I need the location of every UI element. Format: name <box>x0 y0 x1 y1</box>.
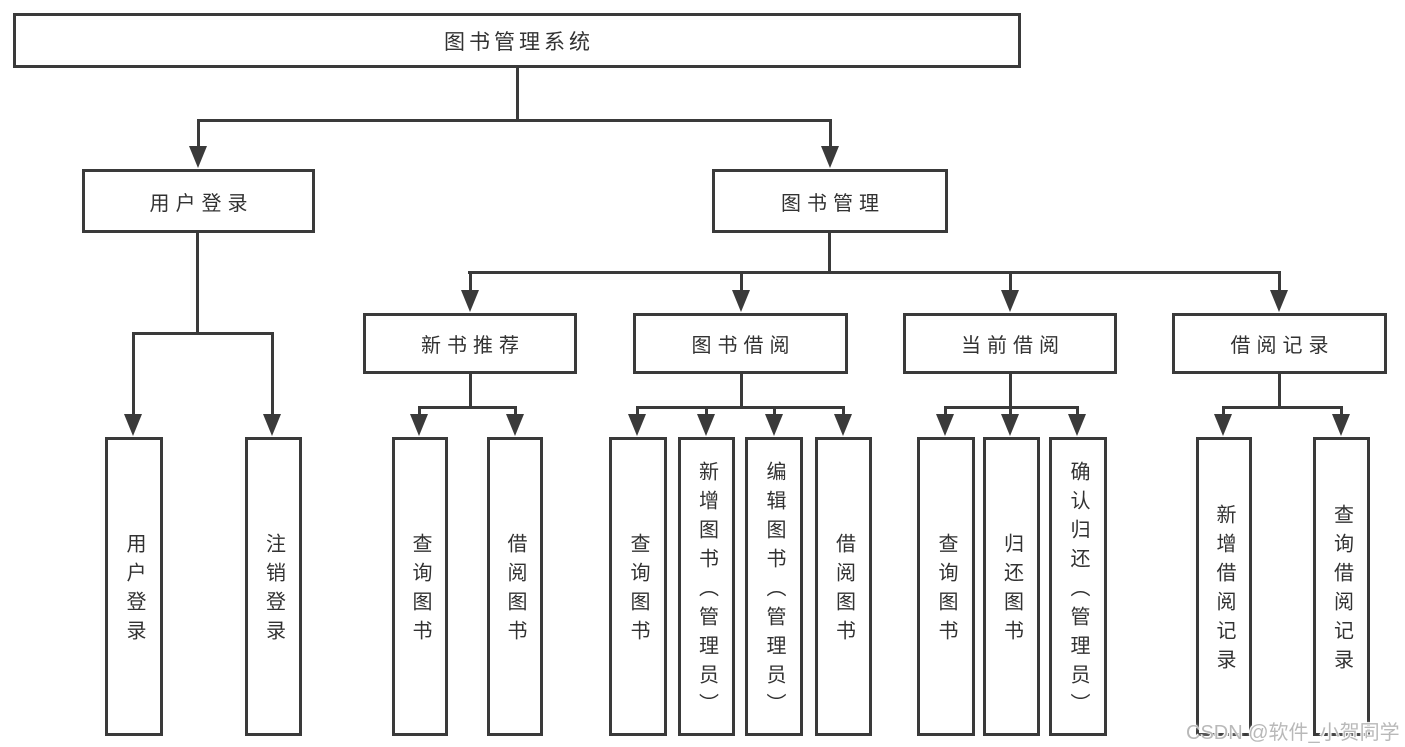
connector-line <box>1340 406 1343 417</box>
arrow-down-icon <box>1270 290 1288 312</box>
node-borrowing-records: 借阅记录 <box>1172 313 1387 374</box>
arrow-down-icon <box>189 146 207 168</box>
node-user-login-action: 用户登录 <box>105 437 163 736</box>
connector-line <box>197 119 831 122</box>
connector-line <box>1009 271 1012 292</box>
connector-line <box>469 373 472 409</box>
node-book-borrowing: 图书借阅 <box>633 313 848 374</box>
arrow-down-icon <box>765 414 783 436</box>
connector-line <box>132 332 274 335</box>
connector-line <box>468 271 1281 274</box>
connector-line <box>196 231 199 335</box>
node-query-books-borrow: 查询图书 <box>609 437 667 736</box>
connector-line <box>418 406 421 417</box>
connector-line <box>469 271 472 292</box>
connector-line <box>1222 406 1225 417</box>
node-borrow-books-newbook: 借阅图书 <box>487 437 543 736</box>
connector-line <box>132 332 135 414</box>
arrow-down-icon <box>506 414 524 436</box>
connector-line <box>828 231 831 274</box>
connector-line <box>514 406 517 417</box>
arrow-down-icon <box>410 414 428 436</box>
node-query-books-current: 查询图书 <box>917 437 975 736</box>
arrow-down-icon <box>263 414 281 436</box>
node-user-login: 用户登录 <box>82 169 315 233</box>
arrow-down-icon <box>1214 414 1232 436</box>
connector-line <box>636 406 845 409</box>
connector-line <box>705 406 708 417</box>
node-current-borrowing: 当前借阅 <box>903 313 1117 374</box>
node-borrow-books: 借阅图书 <box>815 437 872 736</box>
connector-line <box>271 332 274 414</box>
arrow-down-icon <box>1332 414 1350 436</box>
arrow-down-icon <box>1001 290 1019 312</box>
node-query-books-newbook: 查询图书 <box>392 437 448 736</box>
connector-line <box>197 119 200 149</box>
connector-line <box>636 406 639 417</box>
node-logout-action: 注销登录 <box>245 437 302 736</box>
connector-line <box>1009 406 1012 417</box>
arrow-down-icon <box>697 414 715 436</box>
connector-line <box>773 406 776 417</box>
node-book-management: 图书管理 <box>712 169 948 233</box>
connector-line <box>842 406 845 417</box>
node-edit-books-admin: 编辑图书（管理员） <box>745 437 803 736</box>
connector-line <box>944 406 947 417</box>
arrow-down-icon <box>732 290 750 312</box>
node-add-borrow-record: 新增借阅记录 <box>1196 437 1252 736</box>
node-query-borrow-record: 查询借阅记录 <box>1313 437 1370 736</box>
connector-line <box>829 119 832 149</box>
node-add-books-admin: 新增图书（管理员） <box>678 437 735 736</box>
arrow-down-icon <box>1001 414 1019 436</box>
arrow-down-icon <box>628 414 646 436</box>
connector-line <box>740 373 743 409</box>
csdn-watermark: CSDN @软件_小贺同学 <box>1186 722 1400 744</box>
connector-line <box>418 406 517 409</box>
arrow-down-icon <box>461 290 479 312</box>
connector-line <box>1222 406 1343 409</box>
arrow-down-icon <box>821 146 839 168</box>
arrow-down-icon <box>1068 414 1086 436</box>
node-library-system: 图书管理系统 <box>13 13 1021 68</box>
arrow-down-icon <box>124 414 142 436</box>
connector-line <box>1278 373 1281 409</box>
node-new-book-recommend: 新书推荐 <box>363 313 577 374</box>
arrow-down-icon <box>936 414 954 436</box>
connector-line <box>1009 373 1012 409</box>
node-confirm-return-admin: 确认归还（管理员） <box>1049 437 1107 736</box>
arrow-down-icon <box>834 414 852 436</box>
connector-line <box>740 271 743 292</box>
connector-line <box>516 66 519 122</box>
node-return-books: 归还图书 <box>983 437 1040 736</box>
connector-line <box>1278 271 1281 292</box>
connector-line <box>1076 406 1079 417</box>
